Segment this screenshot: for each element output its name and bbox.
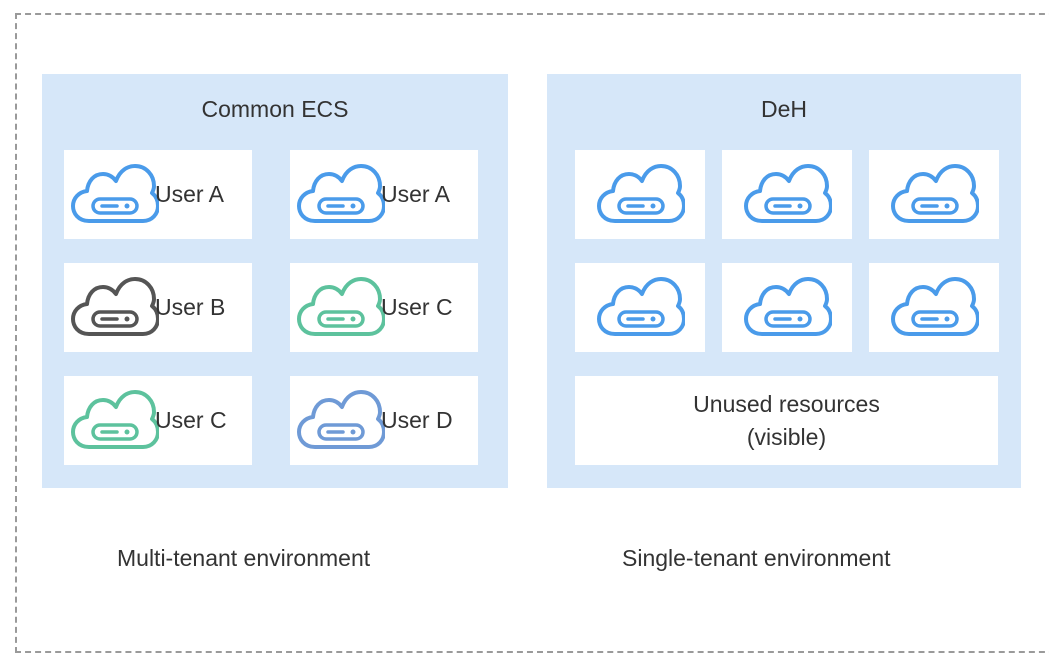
ecs-user-label: User A xyxy=(155,181,225,207)
cloud-server-icon xyxy=(69,276,159,340)
ecs-user-label: User A xyxy=(381,181,451,207)
unused-resources-box: Unused resources (visible) xyxy=(575,376,998,465)
deh-panel: DeH Unused resources (visible) xyxy=(547,74,1021,488)
deh-tile xyxy=(722,150,852,239)
unused-resources-note: (visible) xyxy=(746,423,827,450)
ecs-user-label: User B xyxy=(155,294,226,320)
common-ecs-panel: Common ECS User A User A User B User C U… xyxy=(42,74,508,488)
ecs-user-label: User C xyxy=(381,294,453,320)
deh-tile xyxy=(722,263,852,352)
cloud-server-icon xyxy=(889,163,979,227)
ecs-tile-user-c-1: User C xyxy=(290,263,478,352)
cloud-server-icon xyxy=(295,163,385,227)
single-tenant-label: Single-tenant environment xyxy=(622,545,891,571)
cloud-server-icon xyxy=(742,163,832,227)
ecs-tile-user-a-1: User A xyxy=(64,150,252,239)
multi-tenant-label: Multi-tenant environment xyxy=(117,545,371,571)
ecs-tile-user-c-2: User C xyxy=(64,376,252,465)
ecs-user-label: User D xyxy=(381,407,453,433)
ecs-tile-user-b: User B xyxy=(64,263,252,352)
deh-tile xyxy=(575,263,705,352)
deh-tile xyxy=(869,263,999,352)
deh-tile xyxy=(869,150,999,239)
cloud-server-icon xyxy=(595,163,685,227)
common-ecs-title: Common ECS xyxy=(201,96,349,122)
cloud-server-icon xyxy=(742,276,832,340)
ecs-tile-user-a-2: User A xyxy=(290,150,478,239)
unused-resources-label: Unused resources xyxy=(693,390,880,417)
cloud-server-icon xyxy=(889,276,979,340)
cloud-server-icon xyxy=(295,276,385,340)
cloud-server-icon xyxy=(69,389,159,453)
ecs-user-label: User C xyxy=(155,407,227,433)
cloud-server-icon xyxy=(595,276,685,340)
cloud-server-icon xyxy=(69,163,159,227)
deh-title: DeH xyxy=(760,96,807,122)
cloud-server-icon xyxy=(295,389,385,453)
deh-tile xyxy=(575,150,705,239)
ecs-tile-user-d: User D xyxy=(290,376,478,465)
